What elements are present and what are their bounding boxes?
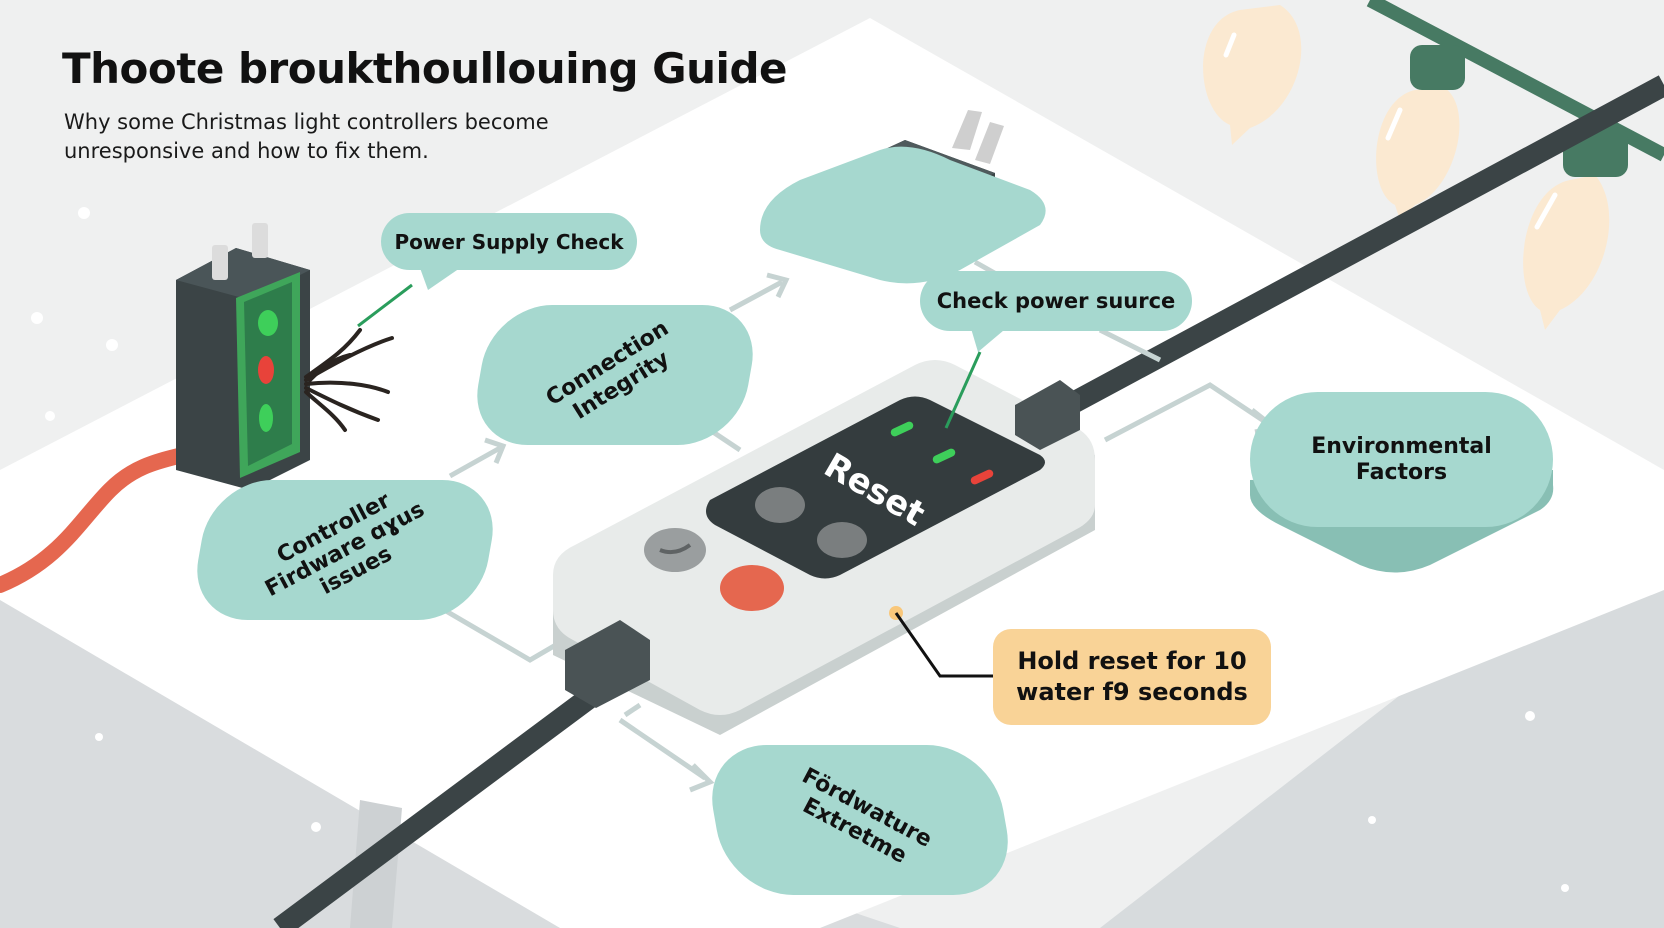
node-environmental-factors-line1: Environmental (1311, 433, 1492, 459)
callout-power-supply-check: Power Supply Check (381, 213, 637, 270)
node-connection-integrity: Connection Integrity (467, 305, 763, 445)
plug-pad (760, 146, 1046, 284)
callout-hold-reset: Hold reset for 10 water f9 seconds (993, 629, 1271, 725)
controller-device (553, 360, 1095, 735)
flow-arrows (408, 259, 1281, 793)
subtitle-line-2: unresponsive and how to fix them. (64, 139, 429, 163)
red-cable (0, 442, 208, 593)
power-adapter (176, 223, 394, 490)
node-fordwature-extretme: Fördwature Extretme (701, 745, 1019, 895)
page-subtitle: Why some Christmas light controllers bec… (64, 108, 624, 166)
pointer-power-supply (357, 283, 413, 328)
node-environmental-factors: Environmental Factors (1250, 392, 1553, 527)
main-cable (273, 75, 1664, 928)
snow-dots (31, 207, 1569, 892)
pointer-check-power (944, 351, 982, 429)
node-controller-firmware-issues: Controller Firdware ɑɣus issues (187, 480, 503, 620)
page-title: Thoote broukthoullouing Guide (62, 44, 788, 93)
hold-reset-line1: Hold reset for 10 (1017, 647, 1247, 675)
subtitle-line-1: Why some Christmas light controllers bec… (64, 110, 549, 134)
pointer-hold-reset (894, 612, 1010, 678)
light-bulbs (1203, 5, 1628, 330)
hold-reset-line2: water f9 seconds (1016, 678, 1248, 706)
callout-check-power-source: Check power suurce (920, 271, 1192, 331)
node-environmental-factors-line2: Factors (1355, 459, 1448, 485)
